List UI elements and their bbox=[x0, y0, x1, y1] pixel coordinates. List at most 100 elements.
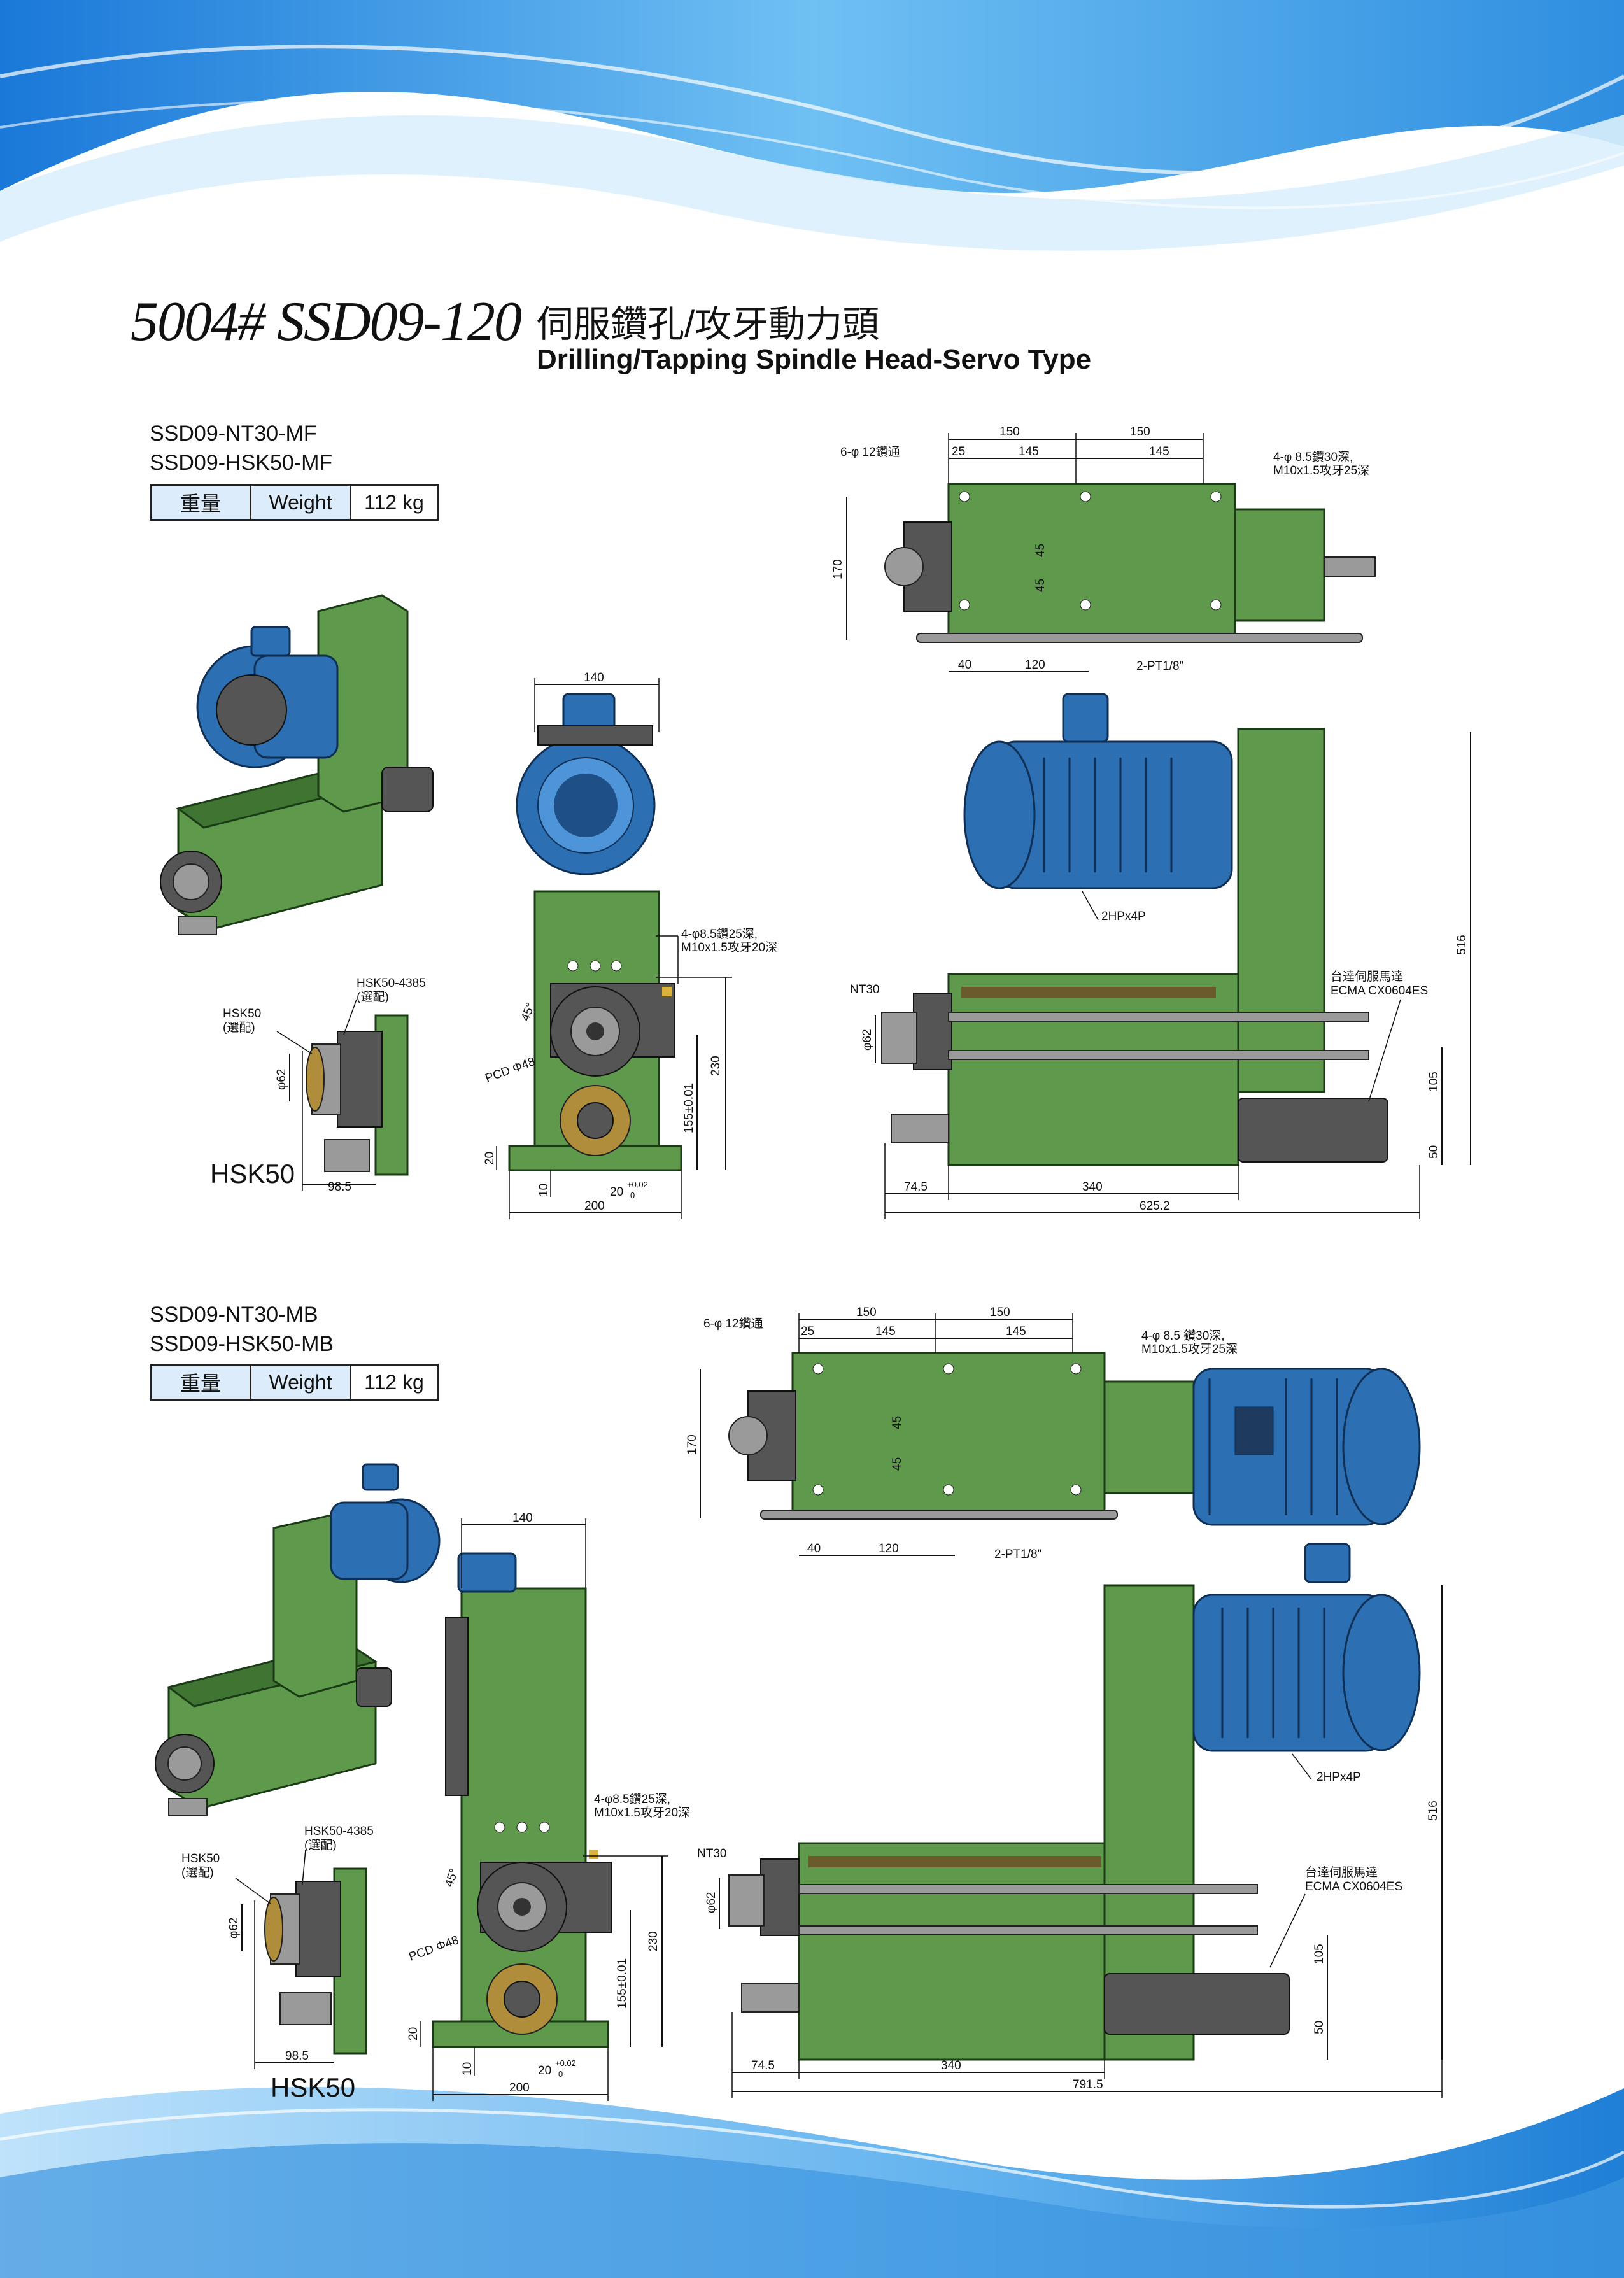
dim-label: 516 bbox=[1455, 935, 1469, 955]
dim-label: 74.5 bbox=[904, 1180, 928, 1194]
tap-note: M10x1.5攻牙25深 bbox=[1141, 1342, 1238, 1356]
motor-label: 2HPx4P bbox=[1317, 1771, 1361, 1784]
dim-label: 40 bbox=[958, 658, 971, 672]
dim-label: φ62 bbox=[861, 1029, 874, 1051]
dim-label: 140 bbox=[584, 671, 604, 684]
dim-label: 340 bbox=[941, 2059, 961, 2072]
dim-label: 50 bbox=[1427, 1145, 1441, 1159]
servo-label: ECMA CX0604ES bbox=[1331, 984, 1428, 998]
dim-label: 74.5 bbox=[751, 2059, 775, 2072]
dim-label: 625.2 bbox=[1140, 1199, 1170, 1213]
dim-label: 25 bbox=[952, 445, 965, 458]
weight-table: 重量 Weight 112 kg bbox=[150, 484, 439, 521]
dim-label: 145 bbox=[875, 1325, 896, 1338]
nt30-label: NT30 bbox=[850, 983, 879, 996]
dim-label: 45 bbox=[1034, 544, 1047, 557]
side-view-mf: 516 105 50 74.5 340 625.2 φ62 NT30 2HPx4… bbox=[850, 693, 1471, 1219]
weight-label-en: Weight bbox=[250, 1364, 351, 1401]
model-name: SSD09-HSK50-MB bbox=[150, 1332, 334, 1356]
weight-label-zh: 重量 bbox=[150, 484, 251, 521]
weight-value: 112 kg bbox=[350, 1364, 439, 1401]
dim-label: 120 bbox=[879, 1542, 899, 1555]
pcd-label: PCD Φ48 bbox=[407, 1934, 461, 1964]
weight-label-en: Weight bbox=[250, 484, 351, 521]
dim-label: 340 bbox=[1082, 1180, 1103, 1194]
dim-label: 20 bbox=[483, 1152, 497, 1165]
model-name: SSD09-NT30-MF bbox=[150, 421, 317, 446]
dim-label: 155±0.01 bbox=[682, 1083, 696, 1133]
hsk-adapter-note: (選配) bbox=[304, 1838, 337, 1852]
dim-label: 150 bbox=[856, 1306, 877, 1319]
dim-label: 140 bbox=[512, 1511, 533, 1525]
dim-label: 230 bbox=[709, 1056, 723, 1076]
hsk-detail-2: 98.5 φ62 HSK50 (選配) HSK50-4385 (選配) bbox=[181, 1825, 374, 2069]
dim-tolerance: +0.02 bbox=[555, 2058, 576, 2068]
tap-note: M10x1.5攻牙20深 bbox=[594, 1806, 690, 1820]
dim-label: φ62 bbox=[275, 1069, 288, 1090]
weight-label-zh: 重量 bbox=[150, 1364, 251, 1401]
tap-note: 4-φ8.5鑽25深, bbox=[681, 927, 758, 941]
dim-label: 98.5 bbox=[285, 2049, 309, 2063]
dim-label: 25 bbox=[801, 1325, 814, 1338]
hole-note: 6-φ 12鑽通 bbox=[703, 1317, 763, 1331]
tap-note: 4-φ 8.5鑽30深, bbox=[1273, 450, 1353, 464]
side-view-mb: 516 105 50 74.5 340 791.5 φ62 NT30 2HPx4… bbox=[697, 1543, 1443, 2098]
section1-models: SSD09-NT30-MF SSD09-HSK50-MF bbox=[150, 419, 332, 478]
dim-label: φ62 bbox=[227, 1918, 241, 1939]
model-name: SSD09-HSK50-MF bbox=[150, 451, 333, 475]
hole-note: 6-φ 12鑽通 bbox=[840, 445, 900, 459]
model-name: SSD09-NT30-MB bbox=[150, 1303, 318, 1327]
hsk-callout-note: (選配) bbox=[223, 1021, 255, 1035]
hsk-adapter-callout: HSK50-4385 bbox=[357, 977, 426, 990]
dim-label: 170 bbox=[831, 559, 845, 579]
dim-label: 150 bbox=[990, 1306, 1010, 1319]
weight-table: 重量 Weight 112 kg bbox=[150, 1364, 439, 1401]
dim-label: 200 bbox=[584, 1199, 605, 1213]
dim-label: 155±0.01 bbox=[616, 1958, 629, 2009]
tap-note: 4-φ 8.5 鑽30深, bbox=[1141, 1329, 1225, 1343]
isometric-render-mf bbox=[160, 594, 434, 935]
dim-label: 45 bbox=[891, 1416, 904, 1429]
dim-label: 45 bbox=[891, 1457, 904, 1471]
hsk-label: HSK50 bbox=[210, 1159, 295, 1189]
hsk-callout-note: (選配) bbox=[181, 1865, 214, 1879]
tap-note: M10x1.5攻牙25深 bbox=[1273, 463, 1369, 478]
dim-label: 170 bbox=[686, 1434, 699, 1455]
hsk-label: HSK50 bbox=[271, 2072, 356, 2102]
title-english: Drilling/Tapping Spindle Head-Servo Type bbox=[537, 344, 1092, 375]
dim-label: 50 bbox=[1313, 2021, 1326, 2034]
nt30-label: NT30 bbox=[697, 1847, 726, 1860]
hsk-adapter-callout: HSK50-4385 bbox=[304, 1825, 374, 1838]
motor-label: 2HPx4P bbox=[1101, 910, 1146, 923]
dim-label: 40 bbox=[807, 1542, 821, 1555]
dim-label: 200 bbox=[509, 2081, 530, 2095]
dim-label: 145 bbox=[1019, 445, 1039, 458]
hsk-callout: HSK50 bbox=[181, 1852, 220, 1865]
top-view-mb: 150 150 25 145 145 170 45 45 40 120 6-φ … bbox=[686, 1306, 1421, 1561]
port-note: 2-PT1/8" bbox=[1136, 660, 1183, 673]
tap-note: 4-φ8.5鑽25深, bbox=[594, 1792, 670, 1806]
dim-label: 98.5 bbox=[328, 1180, 351, 1194]
port-note: 2-PT1/8" bbox=[994, 1548, 1041, 1561]
dim-label: 145 bbox=[1006, 1325, 1026, 1338]
dim-label: 150 bbox=[1130, 425, 1150, 439]
front-view-mb: 140 200 230 155±0.01 20 10 20 +0.02 0 PC… bbox=[407, 1511, 690, 2101]
dim-label: 145 bbox=[1149, 445, 1169, 458]
dim-label: 105 bbox=[1427, 1072, 1441, 1092]
tap-note: M10x1.5攻牙20深 bbox=[681, 940, 777, 954]
dim-label: 20 bbox=[538, 2064, 551, 2077]
dim-label: 150 bbox=[999, 425, 1020, 439]
dim-label: 10 bbox=[537, 1184, 551, 1197]
servo-label: 台達伺服馬達 bbox=[1305, 1865, 1378, 1879]
dim-tolerance: 0 bbox=[558, 2069, 563, 2079]
dim-tolerance: 0 bbox=[630, 1191, 635, 1200]
hsk-callout: HSK50 bbox=[223, 1007, 261, 1021]
dim-label: 230 bbox=[647, 1931, 660, 1951]
servo-label: 台達伺服馬達 bbox=[1331, 970, 1403, 984]
hsk-adapter-note: (選配) bbox=[357, 990, 389, 1004]
dim-label: φ62 bbox=[705, 1892, 718, 1913]
dim-label: 516 bbox=[1427, 1800, 1440, 1821]
